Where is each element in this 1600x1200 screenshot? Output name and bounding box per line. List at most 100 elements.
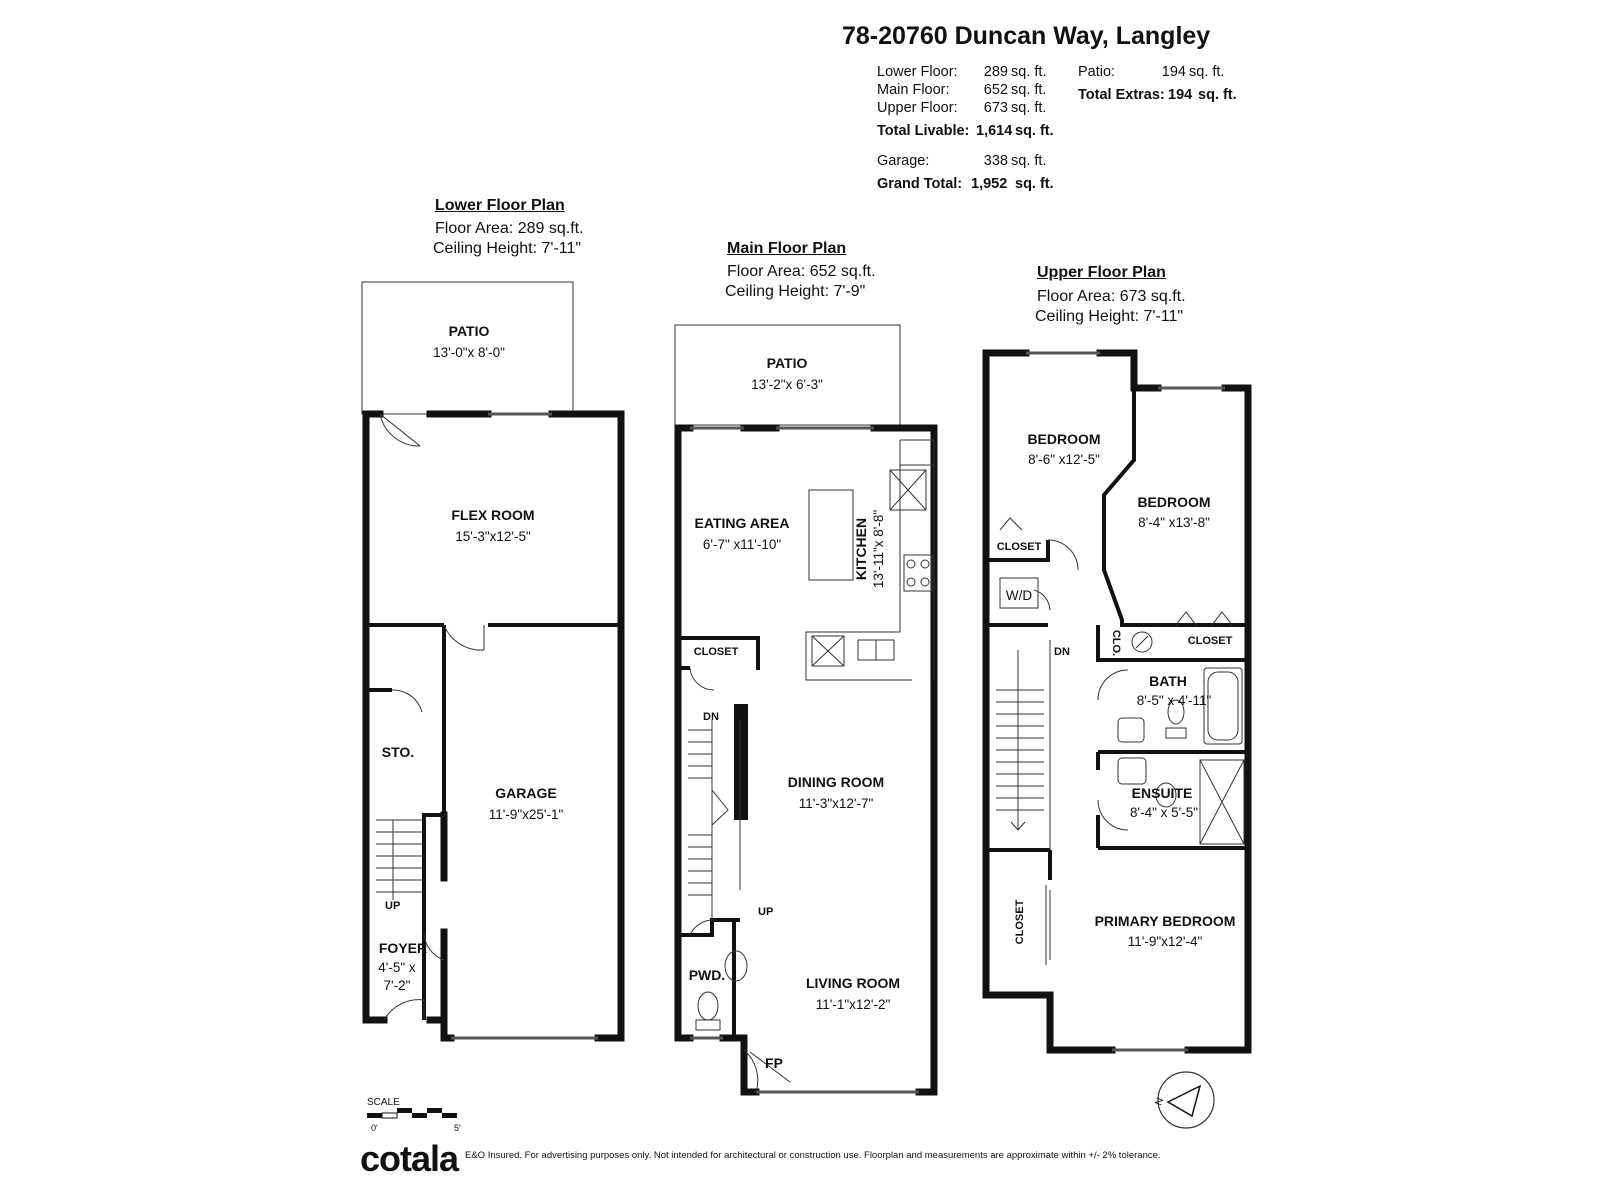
- grand-total-label: Grand Total:: [877, 176, 963, 192]
- foyer-size-line2: 7'-2": [384, 978, 411, 993]
- flex-room-name: FLEX ROOM: [451, 507, 534, 523]
- upper-floor-unit: sq. ft.: [1011, 100, 1047, 116]
- main-floor-label: Main Floor:: [877, 82, 950, 98]
- upper-clo-name: CLO.: [1110, 630, 1122, 656]
- powder-room-fixtures: [695, 950, 748, 1031]
- upper-plan-title: Upper Floor Plan: [1037, 264, 1166, 281]
- scale-label: SCALE: [367, 1097, 400, 1108]
- upper-plan-ceiling: Ceiling Height: 7'-11": [1035, 308, 1184, 325]
- scale-bar: SCALE 0' 5': [367, 1097, 461, 1133]
- garage-value: 338: [983, 153, 1008, 169]
- living-room-size: 11'-1"x12'-2": [816, 997, 891, 1012]
- lower-doors: [379, 413, 485, 1021]
- main-patio-size: 13'-2"x 6'-3": [751, 377, 823, 392]
- scale-start: 0': [371, 1123, 378, 1133]
- bedroom2-size: 8'-4" x13'-8": [1138, 515, 1210, 530]
- foyer-size-line1: 4'-5" x: [378, 960, 416, 975]
- upper-closet1-name: CLOSET: [997, 541, 1042, 553]
- main-patio-name: PATIO: [767, 355, 808, 371]
- garage-unit: sq. ft.: [1011, 153, 1047, 169]
- dining-room-size: 11'-3"x12'-7": [799, 796, 874, 811]
- patio-label: Patio:: [1078, 64, 1116, 80]
- fireplace-name: FP: [765, 1055, 783, 1071]
- upper-doors: [999, 517, 1233, 965]
- lower-floor-label: Lower Floor:: [877, 64, 958, 80]
- total-extras-label: Total Extras:: [1078, 87, 1165, 103]
- main-interior-walls: [678, 636, 760, 1038]
- lower-patio-name: PATIO: [449, 323, 490, 339]
- upper-closet3-name: CLOSET: [1014, 899, 1026, 944]
- upper-closet2-name: CLOSET: [1188, 635, 1233, 647]
- total-livable-value: 1,614: [976, 123, 1013, 139]
- ensuite-size: 8'-4" x 5'-5": [1130, 805, 1198, 820]
- main-stairs: [688, 720, 741, 920]
- compass-icon: N: [1153, 1071, 1215, 1129]
- fridge: [889, 469, 927, 511]
- upper-exterior-walls: [982, 349, 1252, 1054]
- main-closet-name: CLOSET: [694, 646, 739, 658]
- total-extras-value: 194: [1168, 87, 1193, 103]
- total-livable-label: Total Livable:: [877, 123, 970, 139]
- flex-room-size: 15'-3"x12'-5": [455, 529, 531, 544]
- property-address: 78-20760 Duncan Way, Langley: [842, 22, 1211, 50]
- main-floor-value: 652: [983, 82, 1008, 98]
- garage-label: Garage:: [877, 153, 930, 169]
- primary-bedroom-size: 11'-9"x12'-4": [1128, 934, 1203, 949]
- main-plan-ceiling: Ceiling Height: 7'-9": [725, 283, 866, 300]
- lower-plan-title: Lower Floor Plan: [435, 197, 565, 214]
- patio-value: 194: [1161, 64, 1186, 80]
- dining-room-name: DINING ROOM: [788, 774, 884, 790]
- grand-total-value: 1,952: [971, 176, 1008, 192]
- bedroom1-name: BEDROOM: [1027, 431, 1100, 447]
- powder-room-name: PWD.: [689, 967, 726, 983]
- eating-area-size: 6'-7" x11'-10": [703, 537, 781, 552]
- lower-patio-size: 13'-0"x 8'-0": [433, 345, 505, 360]
- ensuite-shower: [1199, 759, 1245, 845]
- bedroom2-name: BEDROOM: [1137, 494, 1210, 510]
- kitchen-size: 13'-11"x 8'-8": [871, 510, 886, 588]
- primary-bedroom-name: PRIMARY BEDROOM: [1095, 913, 1236, 929]
- washer-dryer-label: W/D: [1006, 588, 1032, 603]
- upper-floor-plan: BEDROOM 8'-6" x12'-5" BEDROOM 8'-4" x13'…: [982, 349, 1252, 1054]
- upper-interior-walls: [986, 388, 1248, 880]
- main-kitchen-fixtures: [805, 439, 935, 681]
- upper-fixtures: [999, 577, 1245, 845]
- bedroom1-size: 8'-6" x12'-5": [1028, 452, 1100, 467]
- lower-floor-value: 289: [983, 64, 1008, 80]
- compass-north-label: N: [1153, 1096, 1166, 1107]
- patio-unit: sq. ft.: [1189, 64, 1225, 80]
- lower-plan-ceiling: Ceiling Height: 7'-11": [433, 240, 582, 257]
- cotala-logo: cotala: [360, 1138, 459, 1179]
- main-plan-title: Main Floor Plan: [727, 240, 847, 257]
- main-patio-outline: [674, 324, 901, 426]
- total-extras-unit: sq. ft.: [1198, 87, 1237, 103]
- bath-name: BATH: [1149, 673, 1187, 689]
- ensuite-name: ENSUITE: [1132, 785, 1193, 801]
- lower-plan-area: Floor Area: 289 sq.ft.: [435, 220, 584, 237]
- dishwasher: [811, 635, 845, 667]
- upper-floor-value: 673: [983, 100, 1008, 116]
- eating-area-name: EATING AREA: [695, 515, 790, 531]
- main-stair-up-label: UP: [758, 906, 773, 918]
- upper-stairs: [996, 640, 1051, 850]
- lower-floor-unit: sq. ft.: [1011, 64, 1047, 80]
- lower-exterior-walls: [362, 410, 625, 1042]
- kitchen-island: [808, 489, 854, 581]
- main-floor-plan: PATIO 13'-2"x 6'-3" EATING AREA 6'-7" x1…: [674, 324, 938, 1096]
- lower-interior-walls: [366, 623, 621, 1020]
- water-heater: [1131, 631, 1153, 653]
- garage-name: GARAGE: [495, 785, 556, 801]
- main-floor-unit: sq. ft.: [1011, 82, 1047, 98]
- bath-size: 8'-5" x 4'-11": [1137, 693, 1212, 708]
- bath-toilet: [1167, 699, 1185, 725]
- bath-sink: [1117, 717, 1145, 743]
- ensuite-sink: [1117, 757, 1147, 785]
- lower-floor-plan: PATIO 13'-0"x 8'-0" FLEX ROOM 15'-3"x12'…: [361, 281, 625, 1042]
- grand-total-unit: sq. ft.: [1015, 176, 1054, 192]
- upper-stair-dn-label: DN: [1054, 646, 1070, 658]
- upper-floor-label: Upper Floor:: [877, 100, 958, 116]
- bathtub: [1203, 667, 1243, 745]
- disclaimer-text: E&O Insured. For advertising purposes on…: [465, 1150, 1161, 1161]
- ensuite-toilet: [1155, 782, 1177, 808]
